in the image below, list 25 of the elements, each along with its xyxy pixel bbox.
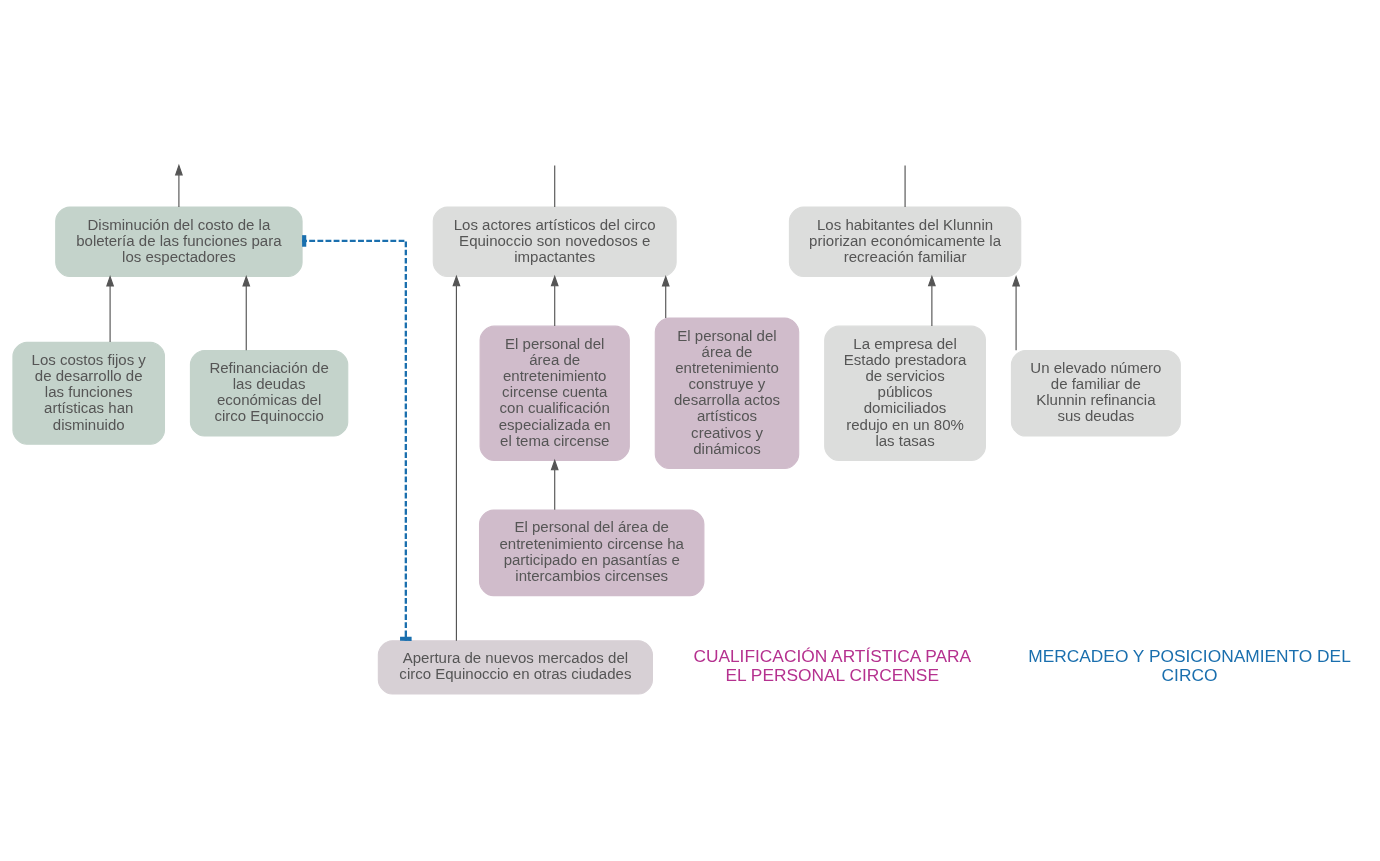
arrow bbox=[452, 274, 461, 641]
node-box: Los costos fijos y de desarrollo de las funciones artísticas han disminuido bbox=[12, 341, 165, 445]
arrow bbox=[106, 274, 115, 343]
arrow bbox=[1012, 274, 1021, 351]
node-box: El personal del área de entretenimiento circense cuenta con cualificación especializada en el tema circense bbox=[479, 325, 630, 461]
connector bbox=[302, 234, 412, 641]
arrow bbox=[661, 274, 670, 319]
node-box: Apertura de nuevos mercados del circo Equinoccio en otras ciudades bbox=[377, 639, 653, 694]
node-box: Un elevado número de familiar de Klunnin refinancia sus deudas bbox=[1010, 349, 1181, 437]
arrow bbox=[550, 274, 559, 326]
node-box: El personal del área de entretenimiento circense ha participado en pasantías e intercambios circenses bbox=[478, 508, 705, 596]
arrow bbox=[927, 274, 936, 326]
node-box: Los habitantes del Klunnin priorizan económicamente la recreación familiar bbox=[788, 206, 1022, 277]
arrow bbox=[242, 274, 251, 351]
node-box: Los actores artísticos del circo Equinoccio son novedosos e impactantes bbox=[432, 206, 677, 277]
label: MERCADEO Y POSICIONAMIENTO DEL CIRCO bbox=[1028, 645, 1351, 685]
node-box: El personal del área de entretenimiento construye y desarrolla actos artísticos creativos y dinámicos bbox=[654, 317, 800, 469]
arrow bbox=[174, 163, 183, 208]
arrow bbox=[550, 458, 559, 510]
connector bbox=[554, 164, 556, 208]
connector bbox=[904, 164, 906, 208]
node-box: Disminución del costo de la boletería de las funciones para los espectadores bbox=[55, 206, 303, 277]
label: CUALIFICACIÓN ARTÍSTICA PARA EL PERSONAL CIRCENSE bbox=[693, 645, 972, 685]
node-box: La empresa del Estado prestadora de servicios públicos domiciliados redujo en un 80% las tasas bbox=[824, 325, 987, 461]
node-box: Refinanciación de las deudas económicas del circo Equinoccio bbox=[189, 349, 349, 437]
